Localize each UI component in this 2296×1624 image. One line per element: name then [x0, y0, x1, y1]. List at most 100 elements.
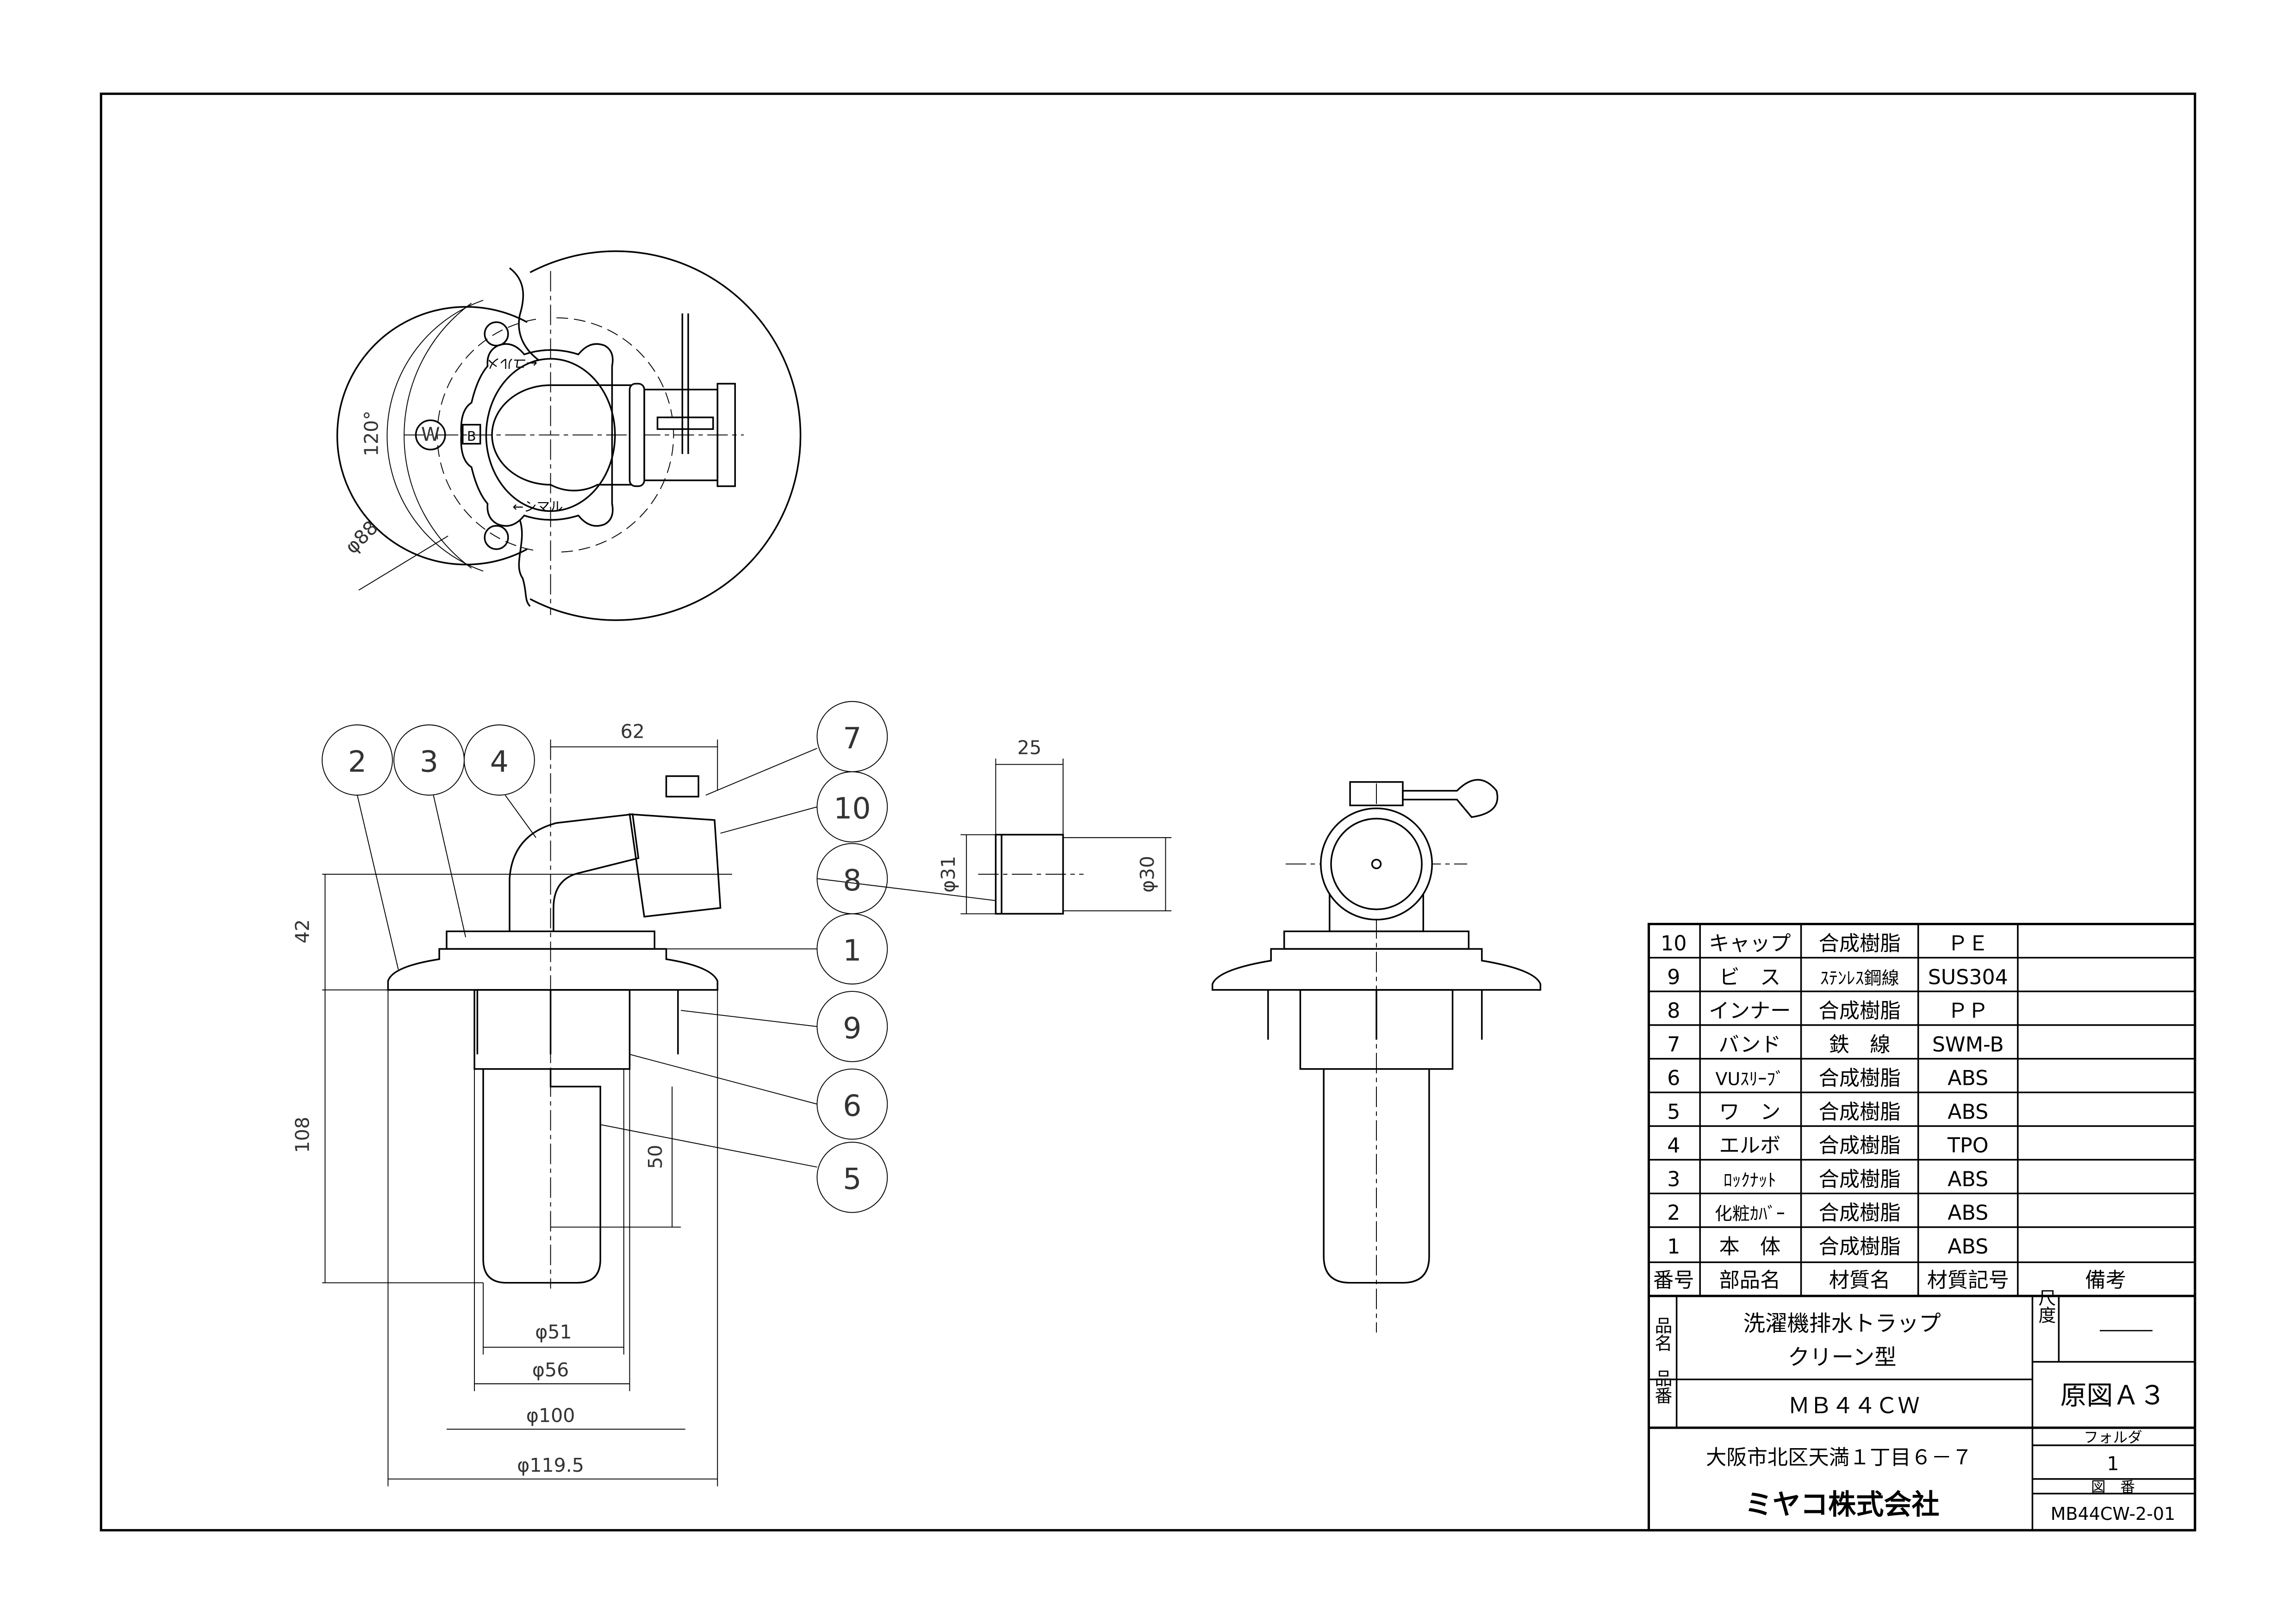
table-row: 3 ﾛｯｸﾅｯﾄ 合成樹脂 ABS: [1667, 1168, 1988, 1191]
screw-icon: [484, 525, 509, 550]
svg-text:ABS: ABS: [1948, 1168, 1988, 1191]
svg-text:ｽﾃﾝﾚｽ鋼線: ｽﾃﾝﾚｽ鋼線: [1820, 968, 1899, 988]
product-no-label: 品番: [1652, 1369, 1672, 1404]
table-row: 9 ビ ス ｽﾃﾝﾚｽ鋼線 SUS304: [1667, 965, 2008, 989]
svg-text:ABS: ABS: [1948, 1067, 1988, 1090]
balloon-6: 6: [843, 1089, 861, 1123]
svg-text:本 体: 本 体: [1719, 1235, 1780, 1258]
svg-text:インナー: インナー: [1709, 999, 1791, 1023]
drawing-number: MB44CW-2-01: [2051, 1504, 2175, 1524]
table-header: 番号 部品名 材質名 材質記号 備考: [1653, 1269, 2126, 1292]
loosen-label: ←ユルメ: [487, 355, 537, 371]
svg-text:合成樹脂: 合成樹脂: [1819, 932, 1901, 955]
table-row: 7 バンド 鉄 線 SWM-B: [1667, 1033, 2004, 1057]
svg-text:ＰＰ: ＰＰ: [1948, 999, 1989, 1023]
w-mark-icon: [415, 419, 446, 451]
dimension-phi30: φ30: [1136, 856, 1158, 892]
balloon-4: 4: [490, 744, 509, 778]
svg-text:番号: 番号: [1653, 1269, 1694, 1292]
svg-text:6: 6: [1667, 1067, 1680, 1090]
drawing-no-label: 図 番: [2091, 1479, 2135, 1496]
product-number: ＭＢ４４ＣＷ: [1788, 1393, 1920, 1419]
front-view: 42 108 62 50 φ51 φ56 φ100 φ119.5: [292, 721, 996, 1487]
dimension-62: 62: [621, 721, 645, 743]
screw-icon: [484, 321, 509, 347]
scale-value: ―――: [2100, 1319, 2153, 1340]
svg-text:ABS: ABS: [1948, 1201, 1988, 1225]
tighten-label: ←シマル: [512, 499, 563, 514]
balloon-10: 10: [834, 791, 871, 826]
company-logo: ミヤコ株式会社: [1745, 1489, 1940, 1521]
b-mark: B: [467, 429, 476, 444]
angle-dimension: 120°: [360, 411, 382, 456]
table-row: 6 VUｽﾘｰﾌﾞ 合成樹脂 ABS: [1667, 1067, 1988, 1090]
svg-text:部品名: 部品名: [1719, 1269, 1780, 1292]
cap-view: 25 φ31 φ30: [937, 737, 1172, 915]
svg-text:材質名: 材質名: [1829, 1269, 1891, 1292]
product-name-label: 品名: [1652, 1316, 1672, 1351]
svg-text:ABS: ABS: [1948, 1235, 1988, 1258]
balloon-3: 3: [420, 744, 438, 778]
svg-text:ビ ス: ビ ス: [1719, 965, 1780, 989]
folder-value: 1: [2107, 1453, 2119, 1475]
svg-text:SWM-B: SWM-B: [1932, 1033, 2004, 1057]
svg-text:ﾛｯｸﾅｯﾄ: ﾛｯｸﾅｯﾄ: [1724, 1170, 1776, 1190]
dimension-phi51: φ51: [535, 1321, 572, 1343]
svg-text:合成樹脂: 合成樹脂: [1819, 1168, 1901, 1191]
balloon-8: 8: [843, 863, 861, 897]
dimension-phi100: φ100: [526, 1404, 575, 1426]
folder-label: フォルダ: [2084, 1430, 2142, 1446]
svg-text:5: 5: [1667, 1100, 1680, 1124]
table-row: 1 本 体 合成樹脂 ABS: [1667, 1235, 1988, 1258]
svg-text:4: 4: [1667, 1134, 1680, 1157]
balloon-9: 9: [843, 1011, 861, 1045]
svg-text:8: 8: [1667, 999, 1680, 1023]
original-size: 原図Ａ３: [2060, 1380, 2166, 1411]
svg-text:鉄 線: 鉄 線: [1829, 1033, 1891, 1057]
dimension-50: 50: [644, 1145, 666, 1169]
svg-text:1: 1: [1667, 1235, 1680, 1258]
svg-text:2: 2: [1667, 1201, 1680, 1225]
svg-text:キャップ: キャップ: [1709, 932, 1791, 955]
svg-text:7: 7: [1667, 1033, 1680, 1057]
svg-text:10: 10: [1661, 932, 1686, 955]
svg-text:材質記号: 材質記号: [1927, 1269, 2009, 1292]
svg-text:TPO: TPO: [1947, 1134, 1989, 1157]
svg-text:合成樹脂: 合成樹脂: [1819, 1134, 1901, 1157]
svg-text:合成樹脂: 合成樹脂: [1819, 1100, 1901, 1124]
scale-label: 尺度: [2035, 1288, 2056, 1324]
balloon-5: 5: [843, 1162, 861, 1196]
svg-text:合成樹脂: 合成樹脂: [1819, 1235, 1901, 1258]
svg-text:3: 3: [1667, 1168, 1680, 1191]
svg-text:バンド: バンド: [1718, 1033, 1781, 1057]
balloon-1: 1: [843, 933, 861, 968]
balloon-2: 2: [348, 744, 367, 778]
svg-text:9: 9: [1667, 965, 1680, 989]
svg-text:VUｽﾘｰﾌﾞ: VUｽﾘｰﾌﾞ: [1716, 1069, 1785, 1089]
balloons: 2 3 4 7 10 8 1 9 6 5: [322, 701, 888, 1213]
svg-text:備考: 備考: [2085, 1269, 2126, 1292]
table-row: 4 エルボ 合成樹脂 TPO: [1667, 1134, 1988, 1157]
table-row: 10 キャップ 合成樹脂 ＰＥ: [1661, 932, 1988, 955]
diameter-88-dimension: φ88: [341, 516, 382, 558]
dimension-108: 108: [292, 1117, 314, 1153]
svg-text:ワ ン: ワ ン: [1719, 1100, 1780, 1124]
balloon-7: 7: [843, 721, 861, 755]
svg-text:合成樹脂: 合成樹脂: [1819, 1067, 1901, 1090]
drawing-border: [100, 93, 2196, 1531]
svg-text:SUS304: SUS304: [1928, 965, 2008, 989]
dimension-phi31: φ31: [937, 856, 959, 892]
dimension-42: 42: [292, 919, 314, 943]
svg-text:ＰＥ: ＰＥ: [1948, 932, 1989, 955]
company-address: 大阪市北区天満１丁目６－７: [1706, 1446, 1972, 1469]
title-block: 品名 洗濯機排水トラップ クリーン型 品番 ＭＢ４４ＣＷ 尺度 ――― 原図Ａ３…: [1649, 1288, 2195, 1531]
dimension-phi119-5: φ119.5: [517, 1454, 584, 1476]
svg-text:合成樹脂: 合成樹脂: [1819, 1201, 1901, 1225]
product-name-line2: クリーン型: [1788, 1345, 1897, 1370]
svg-text:エルボ: エルボ: [1719, 1134, 1780, 1157]
